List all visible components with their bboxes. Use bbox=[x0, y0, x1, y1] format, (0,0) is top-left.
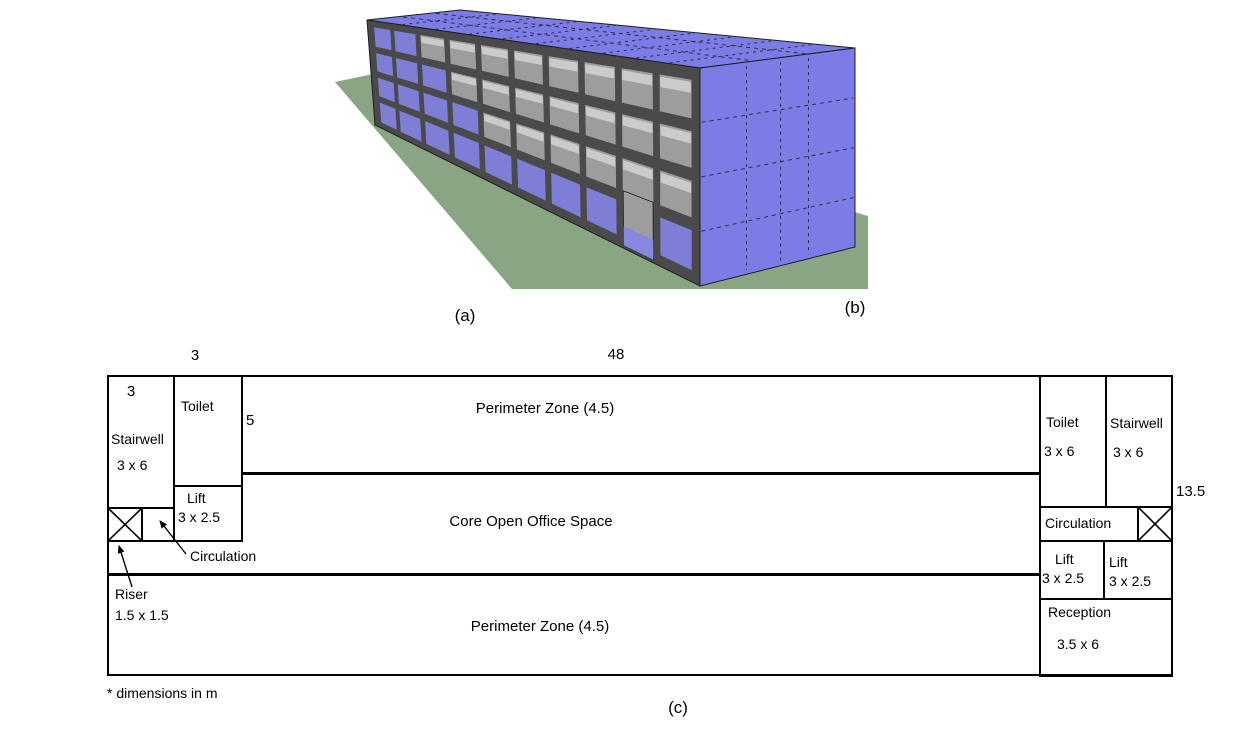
stairwell-right-label: Stairwell bbox=[1110, 415, 1163, 431]
lift-right-2-label: Lift bbox=[1109, 554, 1128, 570]
toilet-left-label: Toilet bbox=[181, 398, 214, 414]
riser-left-box bbox=[107, 507, 143, 542]
toilet-right-room bbox=[1039, 375, 1107, 508]
perimeter-bottom-label: Perimeter Zone (4.5) bbox=[470, 618, 610, 635]
footnote-dimensions: * dimensions in m bbox=[107, 685, 218, 701]
riser-x-icon bbox=[109, 509, 141, 540]
plan-outer-boundary bbox=[107, 375, 1173, 676]
riser-dims: 1.5 x 1.5 bbox=[115, 607, 169, 623]
dim-zone-length: 48 bbox=[607, 346, 625, 363]
toilet-right-dims: 3 x 6 bbox=[1044, 443, 1075, 459]
riser-label: Riser bbox=[115, 586, 148, 602]
dim-plan-depth: 13.5 bbox=[1176, 483, 1206, 500]
core-zone-label: Core Open Office Space bbox=[449, 513, 613, 530]
stairwell-left-label: Stairwell bbox=[111, 431, 164, 447]
stairwell-right-room bbox=[1105, 375, 1173, 508]
caption-a: (a) bbox=[454, 306, 476, 325]
circulation-right-label: Circulation bbox=[1045, 515, 1112, 531]
toilet-right-label: Toilet bbox=[1046, 414, 1079, 430]
lift-right-2-dims: 3 x 2.5 bbox=[1109, 573, 1152, 589]
dim-bay-width: 3 bbox=[190, 347, 200, 364]
caption-c: (c) bbox=[668, 698, 688, 717]
lift-right-1-label: Lift bbox=[1055, 551, 1074, 567]
stairwell-left-dims: 3 x 6 bbox=[117, 457, 148, 473]
lift-right-1-dims: 3 x 2.5 bbox=[1042, 570, 1085, 586]
core-bottom-divider bbox=[108, 573, 1040, 576]
stairwell-right-dims: 3 x 6 bbox=[1113, 444, 1144, 460]
toilet-left-room bbox=[173, 375, 243, 487]
reception-dims: 3.5 x 6 bbox=[1057, 636, 1100, 652]
circulation-left-label: Circulation bbox=[190, 548, 257, 564]
caption-b: (b) bbox=[844, 298, 866, 317]
dim-stairwell-width: 3 bbox=[126, 383, 136, 400]
reception-label: Reception bbox=[1048, 604, 1112, 620]
reception-room bbox=[1039, 598, 1173, 677]
dim-toilet-depth: 5 bbox=[246, 412, 255, 429]
perimeter-top-label: Perimeter Zone (4.5) bbox=[475, 400, 615, 417]
riser-x-icon bbox=[1139, 508, 1171, 540]
core-top-divider bbox=[242, 472, 1040, 475]
riser-right-box bbox=[1137, 506, 1173, 542]
lift-left-label: Lift bbox=[187, 490, 206, 506]
lift-left-dims: 3 x 2.5 bbox=[178, 509, 221, 525]
circulation-left-box bbox=[141, 507, 175, 542]
